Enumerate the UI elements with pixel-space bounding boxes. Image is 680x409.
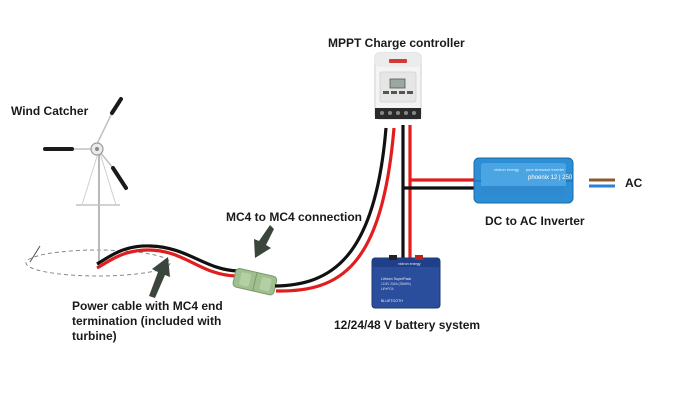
ac-label: AC bbox=[625, 176, 643, 190]
turbine-strut-left bbox=[81, 149, 100, 206]
battery-brand: victron energy bbox=[398, 262, 421, 266]
power-cable bbox=[96, 244, 239, 278]
turbine-hub-center bbox=[95, 147, 99, 151]
blade-right-tip bbox=[111, 166, 128, 190]
battery-label: 12/24/48 V battery system bbox=[334, 318, 481, 332]
wind-turbine bbox=[43, 97, 128, 268]
battery: victron energy Lithium SuperPack 12.8V 2… bbox=[371, 255, 441, 309]
power-cable-red bbox=[96, 248, 237, 278]
blade-right-shaft bbox=[99, 151, 114, 169]
dc-ac-inverter: victron energy pure sinewave inverter ph… bbox=[473, 157, 574, 204]
battery-line-3: LiFePO4 bbox=[381, 287, 394, 291]
controller-button-1 bbox=[383, 91, 389, 94]
controller-button-3 bbox=[399, 91, 405, 94]
inverter-brand: victron energy bbox=[494, 167, 519, 172]
battery-terminal-positive bbox=[415, 255, 423, 260]
controller-button-4 bbox=[407, 91, 413, 94]
controller-input-cable-red bbox=[275, 127, 396, 293]
controller-input-cable bbox=[274, 127, 396, 293]
mc4-arrow-icon bbox=[254, 225, 274, 258]
power-cable-arrow-icon bbox=[149, 257, 170, 298]
mppt-label: MPPT Charge controller bbox=[328, 36, 465, 50]
blade-top-tip bbox=[110, 97, 123, 115]
power-cable-black bbox=[96, 244, 239, 273]
inverter-label: DC to AC Inverter bbox=[485, 214, 585, 228]
controller-input-cable-black bbox=[274, 127, 388, 288]
wind-catcher-label: Wind Catcher bbox=[11, 104, 89, 118]
battery-footer: BLUETOOTH bbox=[381, 299, 403, 303]
inverter-model: phoenix 12 | 250 bbox=[528, 175, 573, 181]
mppt-controller bbox=[374, 52, 422, 120]
controller-output-cables bbox=[401, 125, 475, 262]
turbine-strut-right bbox=[98, 149, 117, 206]
blade-top-shaft bbox=[95, 112, 113, 147]
turbine-anchor-line bbox=[29, 245, 41, 263]
mc4-label: MC4 to MC4 connection bbox=[226, 210, 363, 224]
ac-output-lines bbox=[589, 178, 615, 188]
power-cable-label: Power cable with MC4 end termination (in… bbox=[72, 299, 223, 343]
battery-line-2: 12.8V 20Ah (256Wh) bbox=[381, 282, 411, 286]
battery-terminal-negative bbox=[389, 255, 397, 260]
mc4-connector bbox=[232, 268, 278, 296]
inverter-top-text: pure sinewave inverter bbox=[526, 168, 565, 172]
controller-logo-mark bbox=[389, 59, 407, 63]
battery-line-1: Lithium SuperPack bbox=[381, 277, 411, 281]
controller-button-2 bbox=[391, 91, 397, 94]
controller-display bbox=[389, 78, 406, 89]
